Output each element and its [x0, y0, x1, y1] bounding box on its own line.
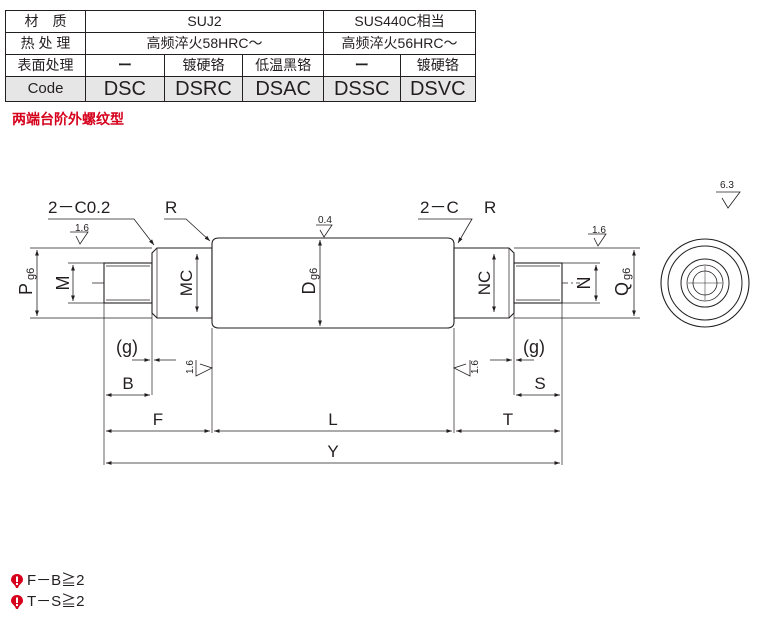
end-view [660, 238, 750, 328]
g-right-label: (g) [523, 337, 545, 357]
heat-treatment-sus: 高频淬火56HRC～ [323, 32, 476, 55]
radius-right-label: R [484, 198, 496, 217]
warning-icon [11, 595, 23, 609]
heat-treatment-row: 热 处 理 高频淬火58HRC～ 高频淬火56HRC～ [5, 32, 476, 55]
code-dsrc: DSRC [163, 76, 244, 102]
roughness-end: 6.3 [720, 180, 734, 191]
warning-icon [11, 574, 23, 588]
p-label: P [16, 283, 36, 295]
n-label: N [574, 277, 594, 290]
note-1-text: F－B≧2 [27, 572, 85, 589]
roughness-left: 1.6 [75, 223, 89, 234]
note-2-text: T－S≧2 [27, 593, 85, 610]
g-left-label: (g) [116, 337, 138, 357]
roughness-g-left: 1.6 [185, 360, 196, 374]
b-label: B [122, 374, 133, 393]
s-label: S [534, 374, 545, 393]
roughness-right: 1.6 [592, 225, 606, 236]
main-body [211, 237, 455, 329]
nc-label: NC [475, 271, 494, 296]
chamfer-right-label: 2－C [420, 198, 459, 217]
code-label: Code [5, 76, 86, 102]
d-sub: g6 [308, 268, 320, 280]
code-dsac: DSAC [242, 76, 324, 102]
heat-treatment-suj2: 高频淬火58HRC～ [85, 32, 324, 55]
l-label: L [328, 410, 337, 429]
code-dsvc: DSVC [399, 76, 476, 102]
d-label: D [299, 282, 319, 295]
roughness-body: 0.4 [318, 215, 332, 226]
note-1: F－B≧2 [10, 572, 85, 590]
note-2: T－S≧2 [10, 593, 85, 611]
f-label: F [153, 410, 163, 429]
subtitle: 两端台阶外螺纹型 [12, 111, 124, 127]
left-thread [103, 262, 153, 304]
chamfer-left-label: 2－C0.2 [48, 198, 110, 217]
m-label: M [53, 276, 73, 291]
code-row: Code DSC DSRC DSAC DSSC DSVC [5, 76, 476, 102]
q-sub: g6 [621, 268, 633, 280]
mc-label: MC [177, 270, 196, 296]
y-label: Y [327, 442, 338, 461]
code-dsc: DSC [85, 76, 165, 102]
q-label: Q [612, 282, 632, 296]
p-sub: g6 [25, 268, 37, 280]
right-thread [513, 262, 563, 304]
roughness-g-right: 1.6 [470, 360, 481, 374]
radius-left-label: R [165, 198, 177, 217]
spec-table: 材 质 SUJ2 SUS440C相当 热 处 理 高频淬火58HRC～ 高频淬火… [5, 10, 476, 102]
surface-dsac: 低温黑铬 [242, 54, 324, 77]
code-dssc: DSSC [323, 76, 401, 102]
t-label: T [503, 410, 513, 429]
